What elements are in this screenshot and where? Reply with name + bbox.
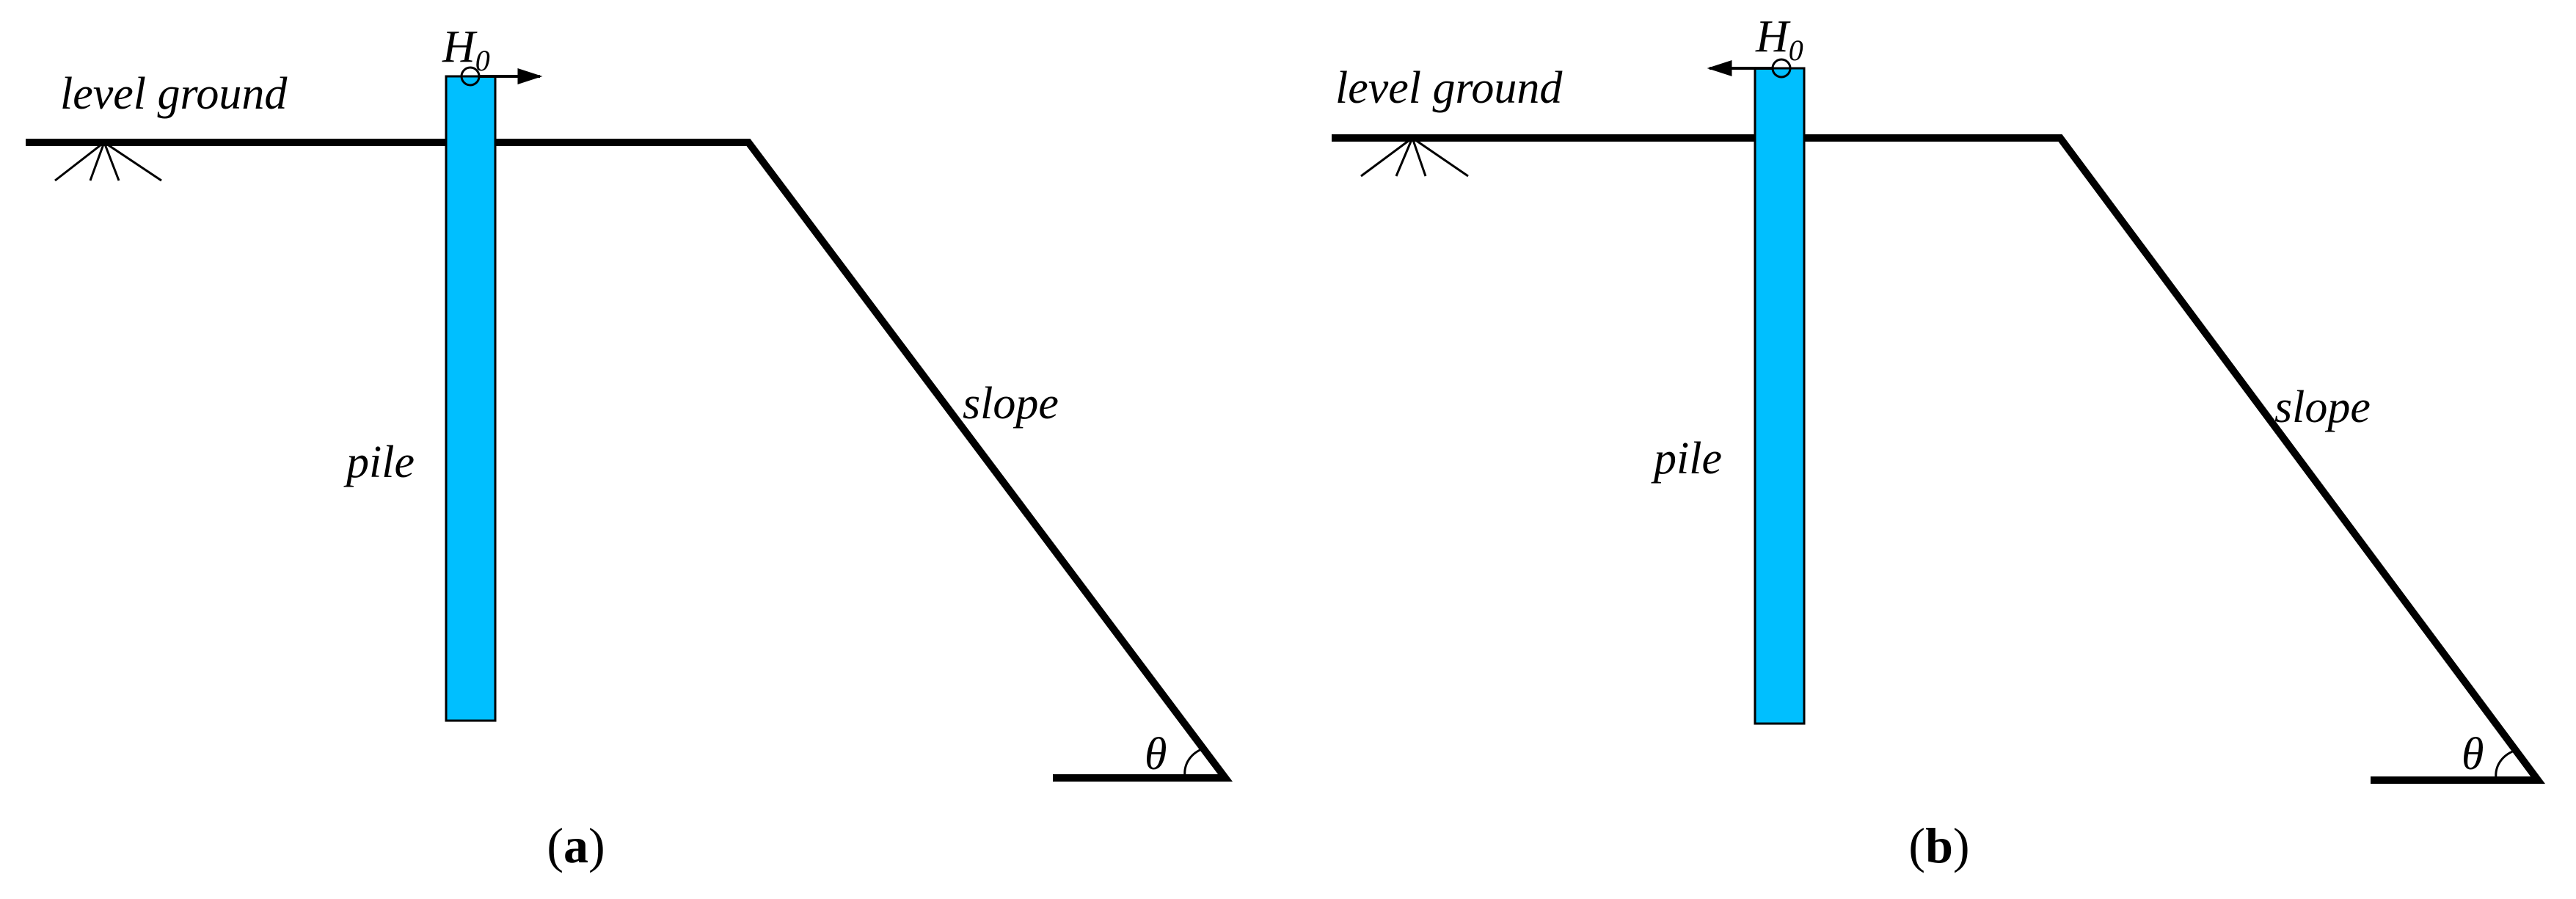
ground-hatch-symbol <box>1360 137 1469 178</box>
slope-angle-arc <box>1183 747 1204 777</box>
pile-label: pile <box>343 437 415 487</box>
caption-close: ) <box>588 818 605 873</box>
load-label-sub: 0 <box>1789 34 1803 67</box>
ground-label: level ground <box>1335 63 1563 113</box>
ground-label: level ground <box>60 69 288 119</box>
ground-profile <box>26 139 1233 782</box>
caption-letter: a <box>563 818 588 873</box>
load-label-sub: 0 <box>475 44 490 77</box>
panel-a: level ground pile slope H0 θ (a) <box>26 22 1233 873</box>
ground-hatch-symbol <box>54 141 162 182</box>
caption-b: (b) <box>1908 818 1969 873</box>
ground-profile <box>1332 134 2545 784</box>
load-label: H0 <box>1755 12 1803 67</box>
angle-label: θ <box>2462 729 2484 779</box>
caption-open: ( <box>547 818 563 873</box>
slope-angle-arc <box>2495 749 2515 779</box>
caption-a: (a) <box>547 818 605 873</box>
load-label: H0 <box>442 22 490 77</box>
pile-rect <box>445 75 497 722</box>
load-label-main: H <box>1755 12 1791 62</box>
angle-label: θ <box>1145 729 1167 779</box>
caption-letter: b <box>1925 818 1953 873</box>
slope-label: slope <box>963 379 1059 429</box>
caption-close: ) <box>1953 818 1970 873</box>
slope-label: slope <box>2274 382 2371 432</box>
panel-b: level ground pile slope H0 θ (b) <box>1332 12 2545 873</box>
pile-label: pile <box>1651 434 1722 484</box>
pile-rect <box>1754 67 1806 725</box>
load-label-main: H <box>442 22 478 72</box>
caption-open: ( <box>1908 818 1925 873</box>
